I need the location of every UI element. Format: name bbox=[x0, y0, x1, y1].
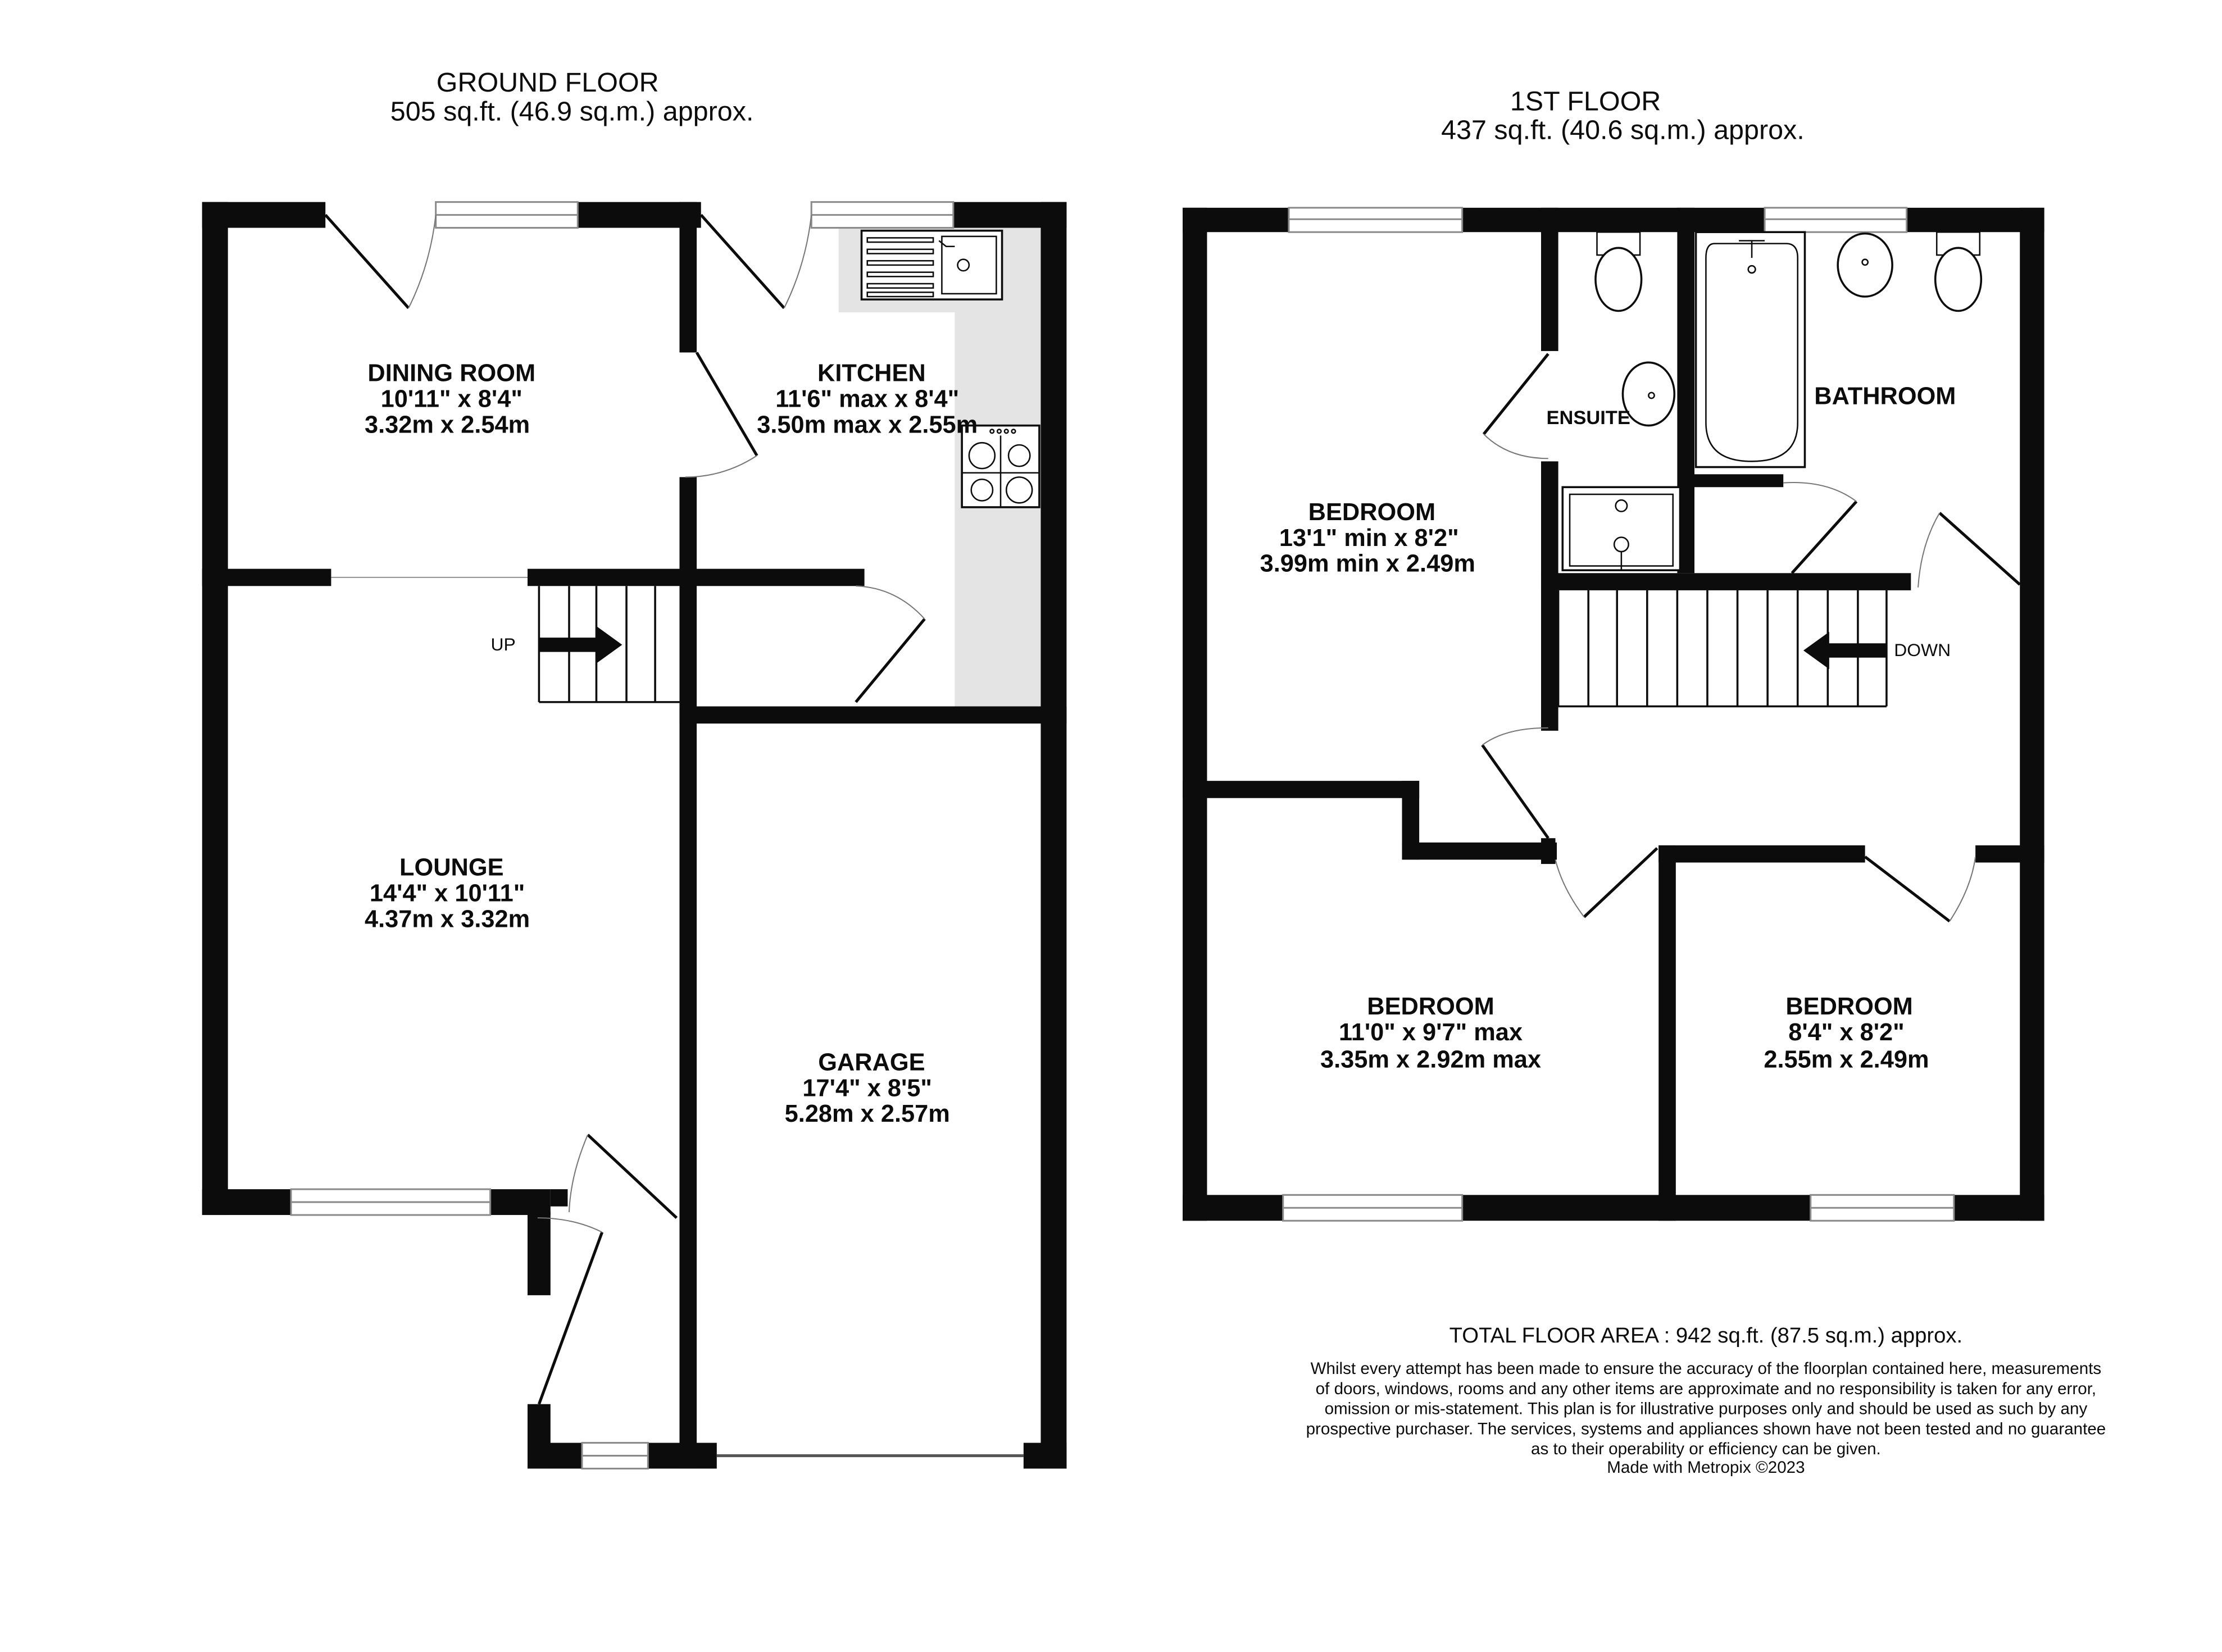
ground-floor-walls bbox=[202, 202, 1067, 1469]
ensuite-wc-icon bbox=[1594, 231, 1643, 312]
total-floor-area: TOTAL FLOOR AREA : 942 sq.ft. (87.5 sq.m… bbox=[1449, 1323, 1963, 1348]
first-floor-doors bbox=[1481, 353, 2021, 923]
first-floor-walls bbox=[1183, 207, 2044, 1221]
room-name: KITCHEN bbox=[817, 360, 926, 387]
first-floor-title: 1ST FLOOR bbox=[1510, 86, 1661, 116]
room-bathroom: BATHROOM bbox=[1814, 383, 1956, 409]
ground-floor: GROUND FLOOR 505 sq.ft. (46.9 sq.m.) app… bbox=[202, 67, 1067, 1470]
room-dim-metric: 4.37m x 3.32m bbox=[365, 905, 530, 932]
ground-floor-doors bbox=[324, 213, 926, 1405]
first-floor-area: 437 sq.ft. (40.6 sq.m.) approx. bbox=[1441, 115, 1805, 145]
room-kitchen: KITCHEN 11'6" max x 8'4" 3.50m max x 2.5… bbox=[757, 360, 978, 439]
first-floor-windows bbox=[1282, 207, 1955, 1222]
room-lounge: LOUNGE 14'4" x 10'11" 4.37m x 3.32m bbox=[365, 854, 530, 933]
footer: TOTAL FLOOR AREA : 942 sq.ft. (87.5 sq.m… bbox=[1306, 1323, 2106, 1477]
ensuite-basin-icon bbox=[1621, 361, 1676, 427]
room-bedroom-3: BEDROOM 8'4" x 8'2" 2.55m x 2.49m bbox=[1764, 993, 1929, 1073]
kitchen-sink-icon bbox=[860, 229, 1003, 301]
disclaimer-line: prospective purchaser. The services, sys… bbox=[1306, 1419, 2106, 1438]
ground-floor-windows bbox=[290, 201, 1024, 1470]
stairs-down-arrow-icon bbox=[1803, 631, 1887, 670]
room-dim-imperial: 14'4" x 10'11" bbox=[370, 880, 525, 907]
shower-tray-icon bbox=[1561, 486, 1682, 571]
ground-floor-area: 505 sq.ft. (46.9 sq.m.) approx. bbox=[390, 96, 754, 126]
room-garage: GARAGE 17'4" x 8'5" 5.28m x 2.57m bbox=[785, 1049, 950, 1127]
bath-icon bbox=[1694, 231, 1806, 468]
room-bedroom-1: BEDROOM 13'1" min x 8'2" 3.99m min x 2.4… bbox=[1260, 499, 1475, 577]
room-name: ENSUITE bbox=[1547, 407, 1630, 429]
disclaimer-line: as to their operability or efficiency ca… bbox=[1531, 1440, 1881, 1458]
room-dim-metric: 3.32m x 2.54m bbox=[365, 411, 530, 438]
ground-floor-title: GROUND FLOOR bbox=[437, 67, 659, 98]
room-dim-metric: 3.35m x 2.92m max bbox=[1320, 1046, 1541, 1073]
room-name: BEDROOM bbox=[1367, 993, 1494, 1020]
room-dining: DINING ROOM 10'11" x 8'4" 3.32m x 2.54m bbox=[365, 360, 535, 439]
room-dim-imperial: 13'1" min x 8'2" bbox=[1279, 525, 1459, 552]
first-floor: 1ST FLOOR 437 sq.ft. (40.6 sq.m.) approx… bbox=[1183, 86, 2044, 1222]
disclaimer-line: omission or mis-statement. This plan is … bbox=[1325, 1400, 2088, 1418]
room-dim-metric: 5.28m x 2.57m bbox=[785, 1100, 950, 1127]
room-dim-imperial: 11'0" x 9'7" max bbox=[1339, 1019, 1523, 1046]
room-name: GARAGE bbox=[818, 1049, 925, 1076]
stairs-down-label: DOWN bbox=[1894, 640, 1951, 660]
stairs-up-arrow-icon bbox=[539, 626, 622, 663]
room-dim-imperial: 11'6" max x 8'4" bbox=[775, 385, 959, 412]
room-name: BEDROOM bbox=[1308, 499, 1435, 526]
room-dim-metric: 2.55m x 2.49m bbox=[1764, 1046, 1929, 1073]
room-dim-imperial: 8'4" x 8'2" bbox=[1788, 1019, 1904, 1046]
hob-icon bbox=[961, 424, 1040, 508]
room-bedroom-2: BEDROOM 11'0" x 9'7" max 3.35m x 2.92m m… bbox=[1320, 993, 1541, 1073]
room-ensuite: ENSUITE bbox=[1547, 407, 1630, 429]
ground-floor-stairs: UP bbox=[490, 586, 680, 703]
room-dim-metric: 3.99m min x 2.49m bbox=[1260, 550, 1475, 577]
room-name: LOUNGE bbox=[399, 854, 504, 881]
room-name: DINING ROOM bbox=[367, 360, 535, 387]
room-dim-imperial: 17'4" x 8'5" bbox=[802, 1075, 932, 1102]
disclaimer-line: of doors, windows, rooms and any other i… bbox=[1316, 1380, 2096, 1398]
bathroom-wc-icon bbox=[1934, 231, 1983, 312]
disclaimer-line: Whilst every attempt has been made to en… bbox=[1311, 1359, 2102, 1378]
room-name: BEDROOM bbox=[1785, 993, 1912, 1020]
stairs-up-label: UP bbox=[490, 634, 515, 654]
first-floor-stairs: DOWN bbox=[1557, 590, 1951, 708]
bathroom-basin-icon bbox=[1837, 232, 1893, 298]
room-dim-metric: 3.50m max x 2.55m bbox=[757, 411, 978, 438]
room-name: BATHROOM bbox=[1814, 383, 1956, 409]
room-dim-imperial: 10'11" x 8'4" bbox=[381, 385, 522, 412]
credit: Made with Metropix ©2023 bbox=[1607, 1458, 1805, 1477]
